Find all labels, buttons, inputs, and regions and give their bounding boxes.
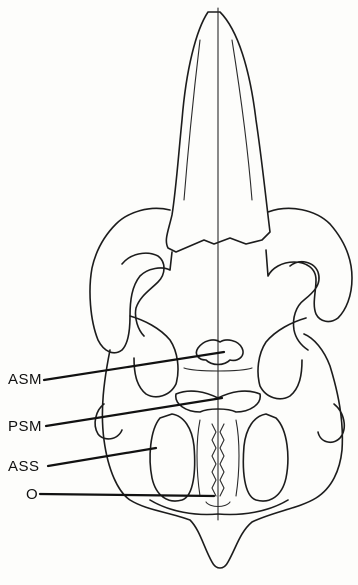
rostrum-inner-right bbox=[232, 40, 252, 200]
rostrum-inner-left bbox=[184, 40, 200, 200]
right-flange bbox=[318, 404, 344, 442]
central-chamber-left bbox=[197, 420, 200, 496]
central-chamber-zigzag bbox=[212, 424, 216, 496]
right-ass-chamber bbox=[243, 414, 288, 501]
central-chamber-zigzag-2 bbox=[220, 424, 224, 496]
left-orbit bbox=[130, 316, 178, 397]
asm-leader bbox=[44, 352, 224, 380]
left-flange bbox=[95, 404, 122, 439]
central-chamber-right bbox=[236, 420, 239, 496]
label-asm: ASM bbox=[8, 372, 42, 387]
right-zygomatic bbox=[266, 208, 352, 321]
right-orbit bbox=[258, 318, 306, 399]
left-ass-chamber bbox=[150, 414, 195, 501]
label-ass: ASS bbox=[8, 459, 40, 474]
left-cheek-inner bbox=[122, 253, 164, 336]
ass-leader bbox=[48, 448, 156, 466]
label-psm: PSM bbox=[8, 419, 42, 434]
occipital-base bbox=[150, 500, 288, 514]
label-o: O bbox=[26, 487, 38, 502]
